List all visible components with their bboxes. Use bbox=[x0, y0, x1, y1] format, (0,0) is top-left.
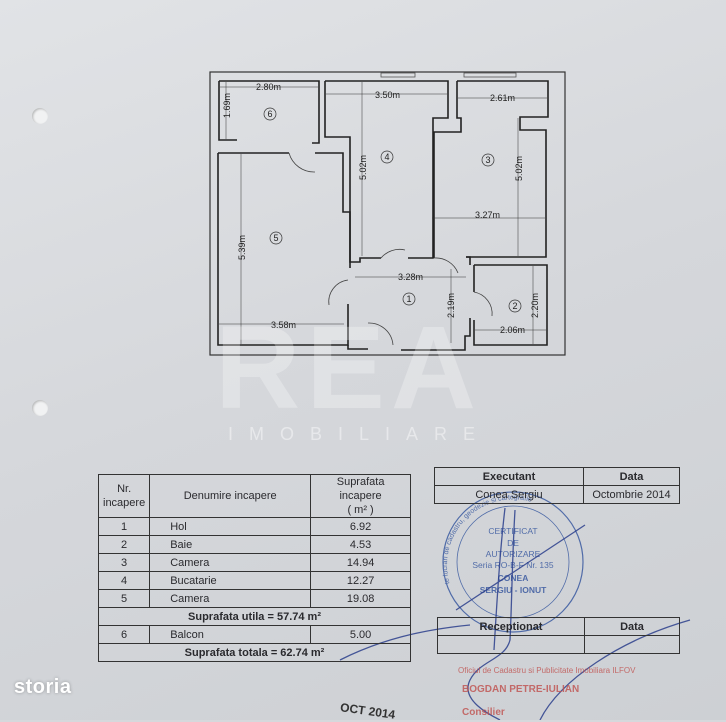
dim-r5-width: 3.58m bbox=[271, 320, 296, 330]
room-number-2: 2 bbox=[512, 301, 517, 311]
stamp-line: CONEA bbox=[498, 573, 529, 583]
red-stamp-title: Consilier bbox=[462, 707, 505, 718]
room-number-6: 6 bbox=[267, 109, 272, 119]
watermark-sub: IMOBILIARE bbox=[228, 424, 492, 444]
dim-r6-width: 2.80m bbox=[256, 82, 281, 92]
dimension-labels: 2.80m 1.69m 3.50m 5.02m 2.61m 5.02m 3.27… bbox=[222, 82, 540, 335]
executant-name: Conea Sergiu bbox=[434, 485, 584, 504]
punch-hole bbox=[32, 400, 48, 416]
dim-hall-width: 3.28m bbox=[398, 272, 423, 282]
cell-nr: 4 bbox=[97, 571, 151, 590]
cell-nr: 5 bbox=[97, 589, 151, 608]
cell-nr: 3 bbox=[97, 553, 151, 572]
room-5-wall bbox=[217, 152, 351, 346]
receptionat-header: Receptionat bbox=[437, 617, 585, 636]
dim-hall-height: 2.19m bbox=[446, 293, 456, 318]
red-stamp-name: BOGDAN PETRE-IULIAN bbox=[462, 684, 580, 695]
stamp-line: SERGIU - IONUT bbox=[480, 585, 547, 595]
cell-area: 14.94 bbox=[310, 553, 411, 572]
header-area: Suprafata incapere bbox=[336, 476, 385, 502]
room-6-wall bbox=[218, 80, 320, 144]
usable-area-total: Suprafata utila = 57.74 m² bbox=[98, 607, 411, 626]
grand-area-total: Suprafata totala = 62.74 m² bbox=[98, 643, 411, 662]
cell-area: 5.00 bbox=[310, 625, 411, 644]
header-nr: Nr. incapere bbox=[103, 483, 146, 509]
hall-wall bbox=[347, 256, 471, 351]
stamp-line: CERTIFICAT bbox=[488, 526, 537, 536]
room-number-4: 4 bbox=[384, 152, 389, 162]
cell-area: 4.53 bbox=[310, 535, 411, 554]
cell-area: 19.08 bbox=[310, 589, 411, 608]
dim-r4-height: 5.02m bbox=[358, 155, 368, 180]
rooms-table: Nr. incapere Denumire incapere Suprafata… bbox=[97, 474, 411, 662]
cell-name: Camera bbox=[149, 553, 312, 572]
date-header: Data bbox=[583, 467, 680, 486]
cell-nr: 6 bbox=[97, 625, 151, 644]
room-2-wall bbox=[473, 264, 548, 346]
executant-header: Executant bbox=[434, 467, 584, 486]
header-name: Denumire incapere bbox=[183, 490, 277, 502]
cell-name: Bucatarie bbox=[149, 571, 312, 590]
red-stamp-office: Oficiul de Cadastru si Publicitate Imobi… bbox=[458, 666, 636, 675]
header-unit: ( m² ) bbox=[347, 504, 374, 516]
punch-hole bbox=[32, 108, 48, 124]
watermark-brand: REA bbox=[215, 302, 483, 434]
room-3-wall bbox=[433, 80, 549, 258]
cell-name: Camera bbox=[149, 589, 312, 608]
room-number-5: 5 bbox=[273, 233, 278, 243]
cell-nr: 2 bbox=[97, 535, 151, 554]
dim-r3-height: 5.02m bbox=[514, 156, 524, 181]
dim-r2-width: 2.06m bbox=[500, 325, 525, 335]
cell-name: Balcon bbox=[149, 625, 312, 644]
date-header: Data bbox=[584, 617, 680, 636]
dim-r6-height: 1.69m bbox=[222, 93, 232, 118]
cell-name: Baie bbox=[149, 535, 312, 554]
cell-area: 12.27 bbox=[310, 571, 411, 590]
storia-logo: storia bbox=[14, 676, 72, 698]
cell-name: Hol bbox=[149, 517, 312, 536]
dim-r5-height: 5.39m bbox=[237, 235, 247, 260]
dim-r2-height: 2.20m bbox=[530, 293, 540, 318]
cell-nr: 1 bbox=[97, 517, 151, 536]
room-number-3: 3 bbox=[485, 155, 490, 165]
dim-r3-top: 2.61m bbox=[490, 93, 515, 103]
dim-r4-width: 3.50m bbox=[375, 90, 400, 100]
room-number-1: 1 bbox=[406, 294, 411, 304]
cell-area: 6.92 bbox=[310, 517, 411, 536]
executant-date: Octombrie 2014 bbox=[583, 485, 680, 504]
dim-r3-width: 3.27m bbox=[475, 210, 500, 220]
